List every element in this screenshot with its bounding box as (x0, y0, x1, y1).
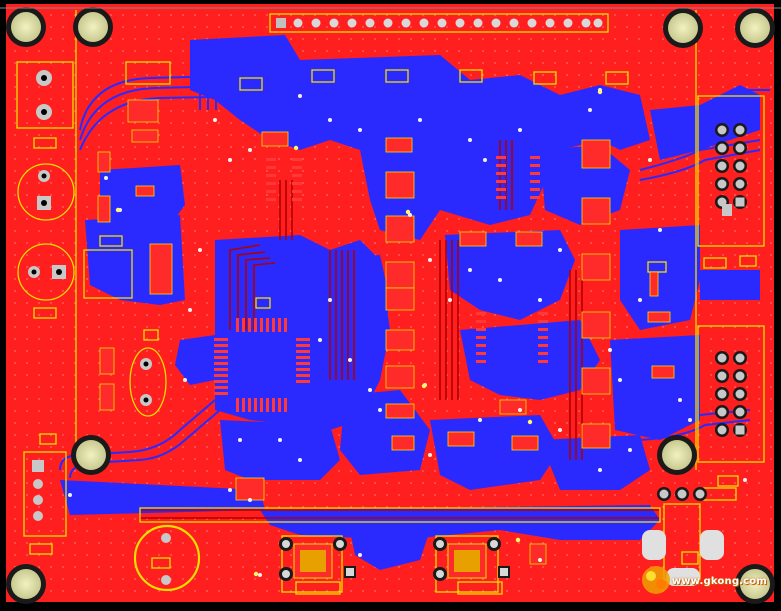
swd-connector-outline (23, 451, 67, 537)
buzzer-outline (133, 524, 201, 592)
misc-through-hole-pads (28, 70, 732, 586)
capacitor-c1-outline (17, 163, 75, 221)
highlight-vias (115, 89, 603, 577)
smd-footprints (97, 99, 675, 565)
soic-pads (266, 156, 548, 363)
tact-switch-2 (433, 537, 510, 581)
inductor-outline (83, 249, 133, 299)
gkong-logo-icon (642, 566, 670, 594)
tact-switch-1 (279, 537, 356, 581)
jtag-pins (715, 123, 747, 209)
header-pin-row (276, 18, 603, 28)
io-header-pins (715, 351, 747, 437)
power-connector-outline (16, 61, 74, 129)
silkscreen-layer (16, 10, 765, 595)
mcu-qfp-pads (214, 318, 310, 412)
mounting-holes (6, 7, 775, 604)
header-connector-outline (269, 13, 609, 33)
bottom-traces (59, 40, 770, 479)
vias (68, 88, 747, 577)
jtag-header-outline (697, 95, 765, 247)
tact-switch-2-outline (435, 535, 499, 593)
watermark-text: www.gkong.com (671, 576, 767, 587)
top-traces (140, 140, 660, 519)
crystal-outline (129, 347, 167, 417)
tact-switch-1-outline (281, 535, 343, 593)
capacitor-c2-outline (17, 243, 75, 301)
io-header-outline (697, 325, 765, 463)
